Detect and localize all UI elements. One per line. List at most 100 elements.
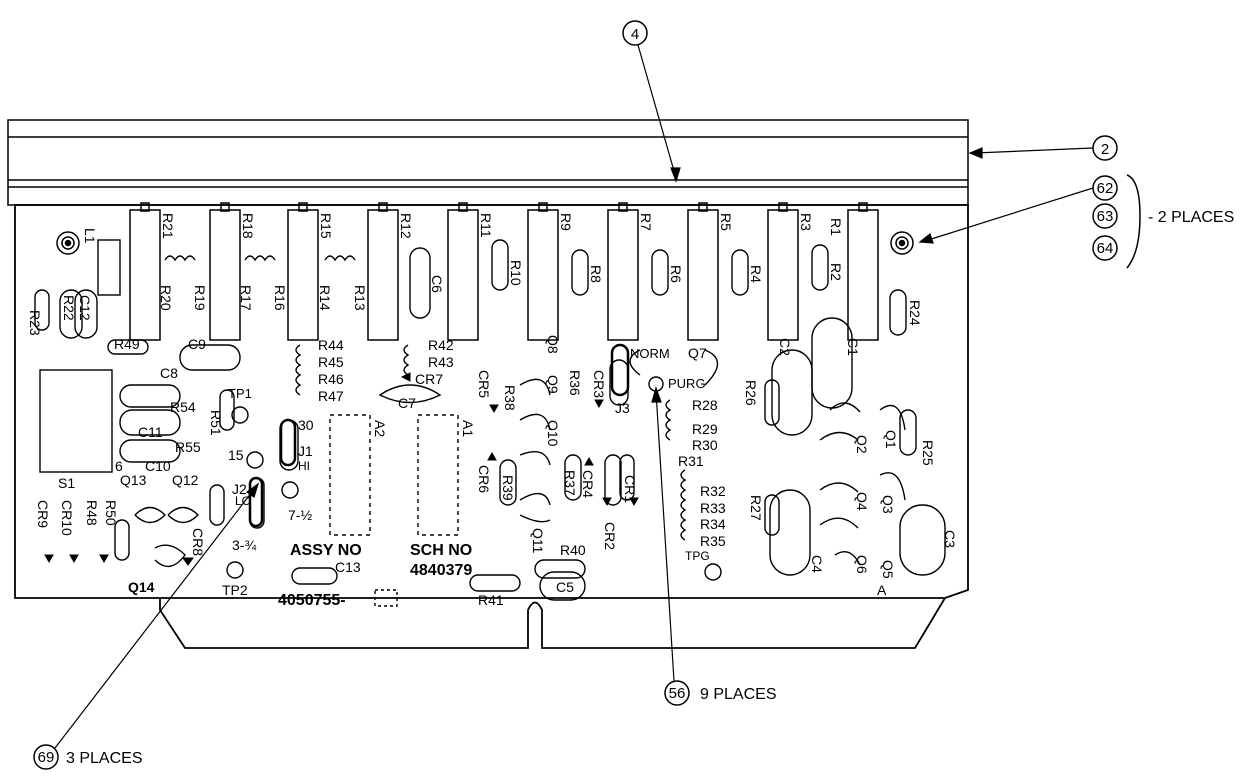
label-Q2: Q2 [854,435,870,454]
label-A2: A2 [372,420,388,437]
label-C9: C9 [188,336,206,352]
diodes [44,372,639,566]
three-places-note: 3 PLACES [66,750,142,767]
callout-4: 4 [631,26,639,43]
label-R43: R43 [428,354,454,370]
resistor-networks [164,255,687,541]
sch-no-label: SCH NO [410,542,472,559]
label-R31: R31 [678,453,704,469]
nine-places-note: 9 PLACES [700,686,776,703]
label-7-half: 7-½ [288,507,312,523]
label-C4: C4 [809,555,825,573]
label-HI: HI [298,459,310,473]
label-R3: R3 [798,213,814,231]
label-CR8: CR8 [190,528,206,556]
label-PURG: PURG [668,376,706,391]
label-C5: C5 [556,579,574,595]
label-R28: R28 [692,397,718,413]
label-Q5: Q5 [880,560,896,579]
label-R10: R10 [508,260,524,286]
label-R34: R34 [700,516,726,532]
label-C3: C3 [942,530,958,548]
rotated-reference-designators: L1 R21 R18 R15 R12 R11 R9 R7 R5 R3 R1 R2… [27,213,958,579]
label-3-three-quarters: 3-¾ [232,537,256,553]
label-R20: R20 [158,285,174,311]
label-R32: R32 [700,483,726,499]
label-R55: R55 [175,439,201,455]
label-R18: R18 [240,213,256,239]
label-R48: R48 [84,500,100,526]
label-R40: R40 [560,542,586,558]
callout-69: 69 [38,749,55,766]
label-Q14: Q14 [128,579,155,595]
label-C8: C8 [160,365,178,381]
label-R42: R42 [428,337,454,353]
label-CR5: CR5 [476,370,492,398]
test-points [226,376,722,581]
heat-sink [7,119,969,206]
label-R49: R49 [114,336,140,352]
label-R12: R12 [398,213,414,239]
label-S1: S1 [58,475,75,491]
label-R24: R24 [907,300,923,326]
label-R15: R15 [318,213,334,239]
label-R16: R16 [272,285,288,311]
label-Q3: Q3 [880,495,896,514]
label-J2: J2 [232,481,247,497]
label-R26: R26 [743,380,759,406]
label-CR10: CR10 [59,500,75,536]
mounting-screw-right [890,231,914,255]
label-Q4: Q4 [854,492,870,511]
label-C13: C13 [335,559,361,575]
label-R19: R19 [192,285,208,311]
label-C12: C12 [77,295,93,321]
label-Q11: Q11 [530,528,546,554]
two-places-note: - 2 PLACES [1148,209,1234,226]
label-R13: R13 [352,285,368,311]
label-R25: R25 [920,440,936,466]
label-A: A [877,582,887,598]
label-Q6: Q6 [854,555,870,574]
label-R35: R35 [700,533,726,549]
label-R11: R11 [478,213,494,238]
callout-62: 62 [1097,180,1114,197]
label-C11: C11 [138,424,163,440]
label-6: 6 [115,458,123,474]
label-Q1: Q1 [883,430,899,449]
label-J3: J3 [615,400,630,416]
label-R4: R4 [748,265,764,283]
sch-no: 4840379 [410,562,472,579]
label-CR7: CR7 [415,371,443,387]
label-CR3: CR3 [591,370,607,398]
label-CR2: CR2 [602,522,618,550]
power-resistors [129,202,879,341]
assy-no-label: ASSY NO [290,542,362,559]
leader-lines [54,44,1094,749]
label-R51: R51 [208,410,224,436]
label-R36: R36 [567,370,583,396]
label-R38: R38 [502,385,518,411]
label-R7: R7 [638,213,654,231]
mounting-screw-left [56,231,80,255]
label-Q8: Q8 [545,335,561,354]
label-R37: R37 [562,470,578,496]
horizontal-reference-designators: R49 C9 R44 R45 R46 R47 R42 R43 CR7 C7 NO… [58,336,887,608]
label-R33: R33 [700,500,726,516]
label-R6: R6 [668,265,684,283]
label-15: 15 [228,447,244,463]
label-R39: R39 [500,475,516,501]
label-R30: R30 [692,437,718,453]
label-R22: R22 [61,295,77,321]
callout-56: 56 [669,685,686,702]
label-Q13: Q13 [120,472,147,488]
circuit-board-outline [14,204,969,599]
transistor-outlines [134,378,906,568]
label-R50: R50 [103,500,119,526]
label-J1: J1 [298,443,313,459]
label-30: 30 [298,417,314,433]
label-Q10: Q10 [545,420,561,447]
callout-63: 63 [1097,208,1114,225]
label-C6: C6 [429,275,445,293]
